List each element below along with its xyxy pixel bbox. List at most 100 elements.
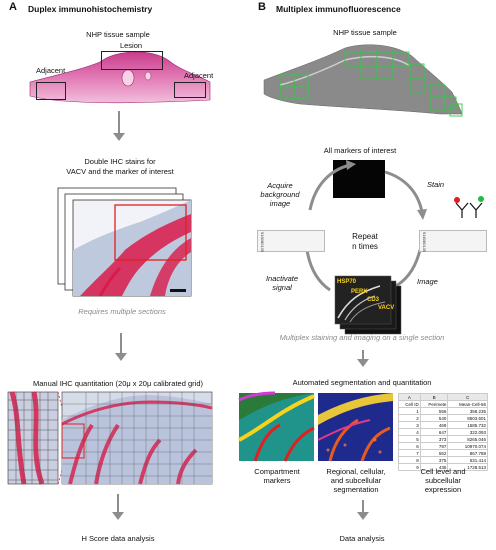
multiplex-note: Multiplex staining and imaging on a sing…: [279, 333, 445, 342]
acquire-line1: Acquire: [267, 181, 293, 190]
repeat-line2: n times: [352, 242, 378, 251]
table-cell: 867.788: [447, 449, 488, 457]
table-cell: 7: [398, 449, 421, 457]
lesion-label: Lesion: [119, 41, 143, 50]
table-cell: 3: [398, 421, 421, 429]
table-cell: 358.235: [447, 407, 488, 415]
panel-a-letter: A: [9, 1, 17, 13]
table-cell: 797: [419, 442, 449, 450]
image-label: Image: [417, 277, 438, 286]
table-cell: 540: [419, 414, 449, 422]
panel-b-arrow-1-stem: [362, 350, 364, 359]
marker-hsp70: HSP70: [337, 279, 357, 285]
table-cell: 556: [419, 407, 449, 415]
table-cell: 375: [419, 456, 449, 464]
table-cell: 1: [398, 407, 421, 415]
marker-vacv: VACV: [378, 305, 395, 311]
slide-right-id: 916080135: [422, 232, 427, 253]
col-letter: A: [398, 393, 421, 401]
panel-b-arrow-2-head: [357, 512, 369, 520]
regional-line1: Regional, cellular,: [326, 467, 386, 476]
inactivate-line1: Inactivate: [265, 274, 299, 283]
table-cell: 10970.074: [447, 442, 488, 450]
celllevel-line2: subcellular: [425, 476, 461, 485]
adjacent-left-box: [36, 82, 66, 100]
table-header: Mean-Cell-56: [447, 400, 488, 408]
double-stain-line1: Double IHC stains for: [84, 157, 156, 166]
table-cell: 1585.732: [447, 421, 488, 429]
table-cell: 6: [398, 442, 421, 450]
table-cell: 8265.046: [447, 435, 488, 443]
inactivate-line2: signal: [272, 283, 292, 292]
requires-sections-note: Requires multiple sections: [78, 307, 166, 316]
table-cell: 322.093: [447, 428, 488, 436]
compartment-line2: markers: [263, 476, 291, 485]
slide-left: 916080135: [257, 230, 325, 252]
col-letter: B: [419, 393, 449, 401]
hscore-label: H Score data analysis: [81, 534, 155, 543]
table-cell: 2: [398, 414, 421, 422]
all-markers-label: All markers of interest: [323, 146, 397, 155]
regional-line3: segmentation: [333, 485, 379, 494]
table-cell: 8503.601: [447, 414, 488, 422]
adjacent-right-box: [174, 82, 206, 98]
celllevel-line1: Cell level and: [420, 467, 466, 476]
panel-b-letter: B: [258, 1, 266, 13]
table-header: Perimete: [419, 400, 449, 408]
adjacent-right-label: Adjacent: [184, 71, 214, 80]
table-cell: 647: [419, 428, 449, 436]
double-stain-line2: VACV and the marker of interest: [66, 167, 174, 176]
table-cell: 8: [398, 456, 421, 464]
manual-quantitation-label: Manual IHC quantitation (20μ x 20μ calib…: [33, 379, 203, 388]
col-letter: C: [447, 393, 488, 401]
panel-a-arrow-1-head: [113, 133, 125, 141]
table-cell: 4: [398, 428, 421, 436]
slide-left-id: 916080135: [260, 232, 265, 253]
repeat-line1: Repeat: [352, 232, 378, 241]
adjacent-left-label: Adjacent: [36, 66, 66, 75]
stain-label: Stain: [427, 180, 445, 189]
marker-perk: PERK: [351, 289, 368, 295]
panel-a-arrow-3-stem: [117, 494, 119, 512]
table-cell: 5: [398, 435, 421, 443]
panel-b-arrow-1-head: [357, 359, 369, 367]
lesion-box: [101, 51, 163, 70]
panel-a-sample-label: NHP tissue sample: [86, 30, 150, 39]
acquire-line2: background: [260, 190, 300, 199]
table-cell: 552: [419, 449, 449, 457]
table-cell: 469: [419, 421, 449, 429]
slide-right: 916080135: [419, 230, 487, 252]
table-cell: 1728.513: [447, 463, 488, 471]
panel-a-arrow-1-stem: [118, 111, 120, 133]
acquire-line3: image: [269, 199, 291, 208]
panel-a-arrow-3-head: [112, 512, 124, 520]
table-cell: 9: [398, 463, 421, 471]
table-cell: 373: [419, 435, 449, 443]
automated-label: Automated segmentation and quantitation: [292, 378, 432, 387]
table-header: Cell ID: [398, 400, 421, 408]
panel-a-arrow-2-head: [115, 353, 127, 361]
celllevel-line3: expression: [424, 485, 462, 494]
data-analysis-label: Data analysis: [339, 534, 385, 543]
table-cell: 531.414: [447, 456, 488, 464]
marker-cd3: CD3: [367, 297, 380, 303]
panel-b-title: Multiplex immunofluorescence: [276, 4, 401, 14]
panel-b-arrow-2-stem: [362, 500, 364, 512]
panel-a-arrow-2-stem: [120, 333, 122, 353]
panel-a-title: Duplex immunohistochemistry: [28, 4, 153, 14]
regional-line2: and subcellular: [330, 476, 382, 485]
compartment-line1: Compartment: [254, 467, 300, 476]
panel-b-sample-label: NHP tissue sample: [333, 28, 397, 37]
